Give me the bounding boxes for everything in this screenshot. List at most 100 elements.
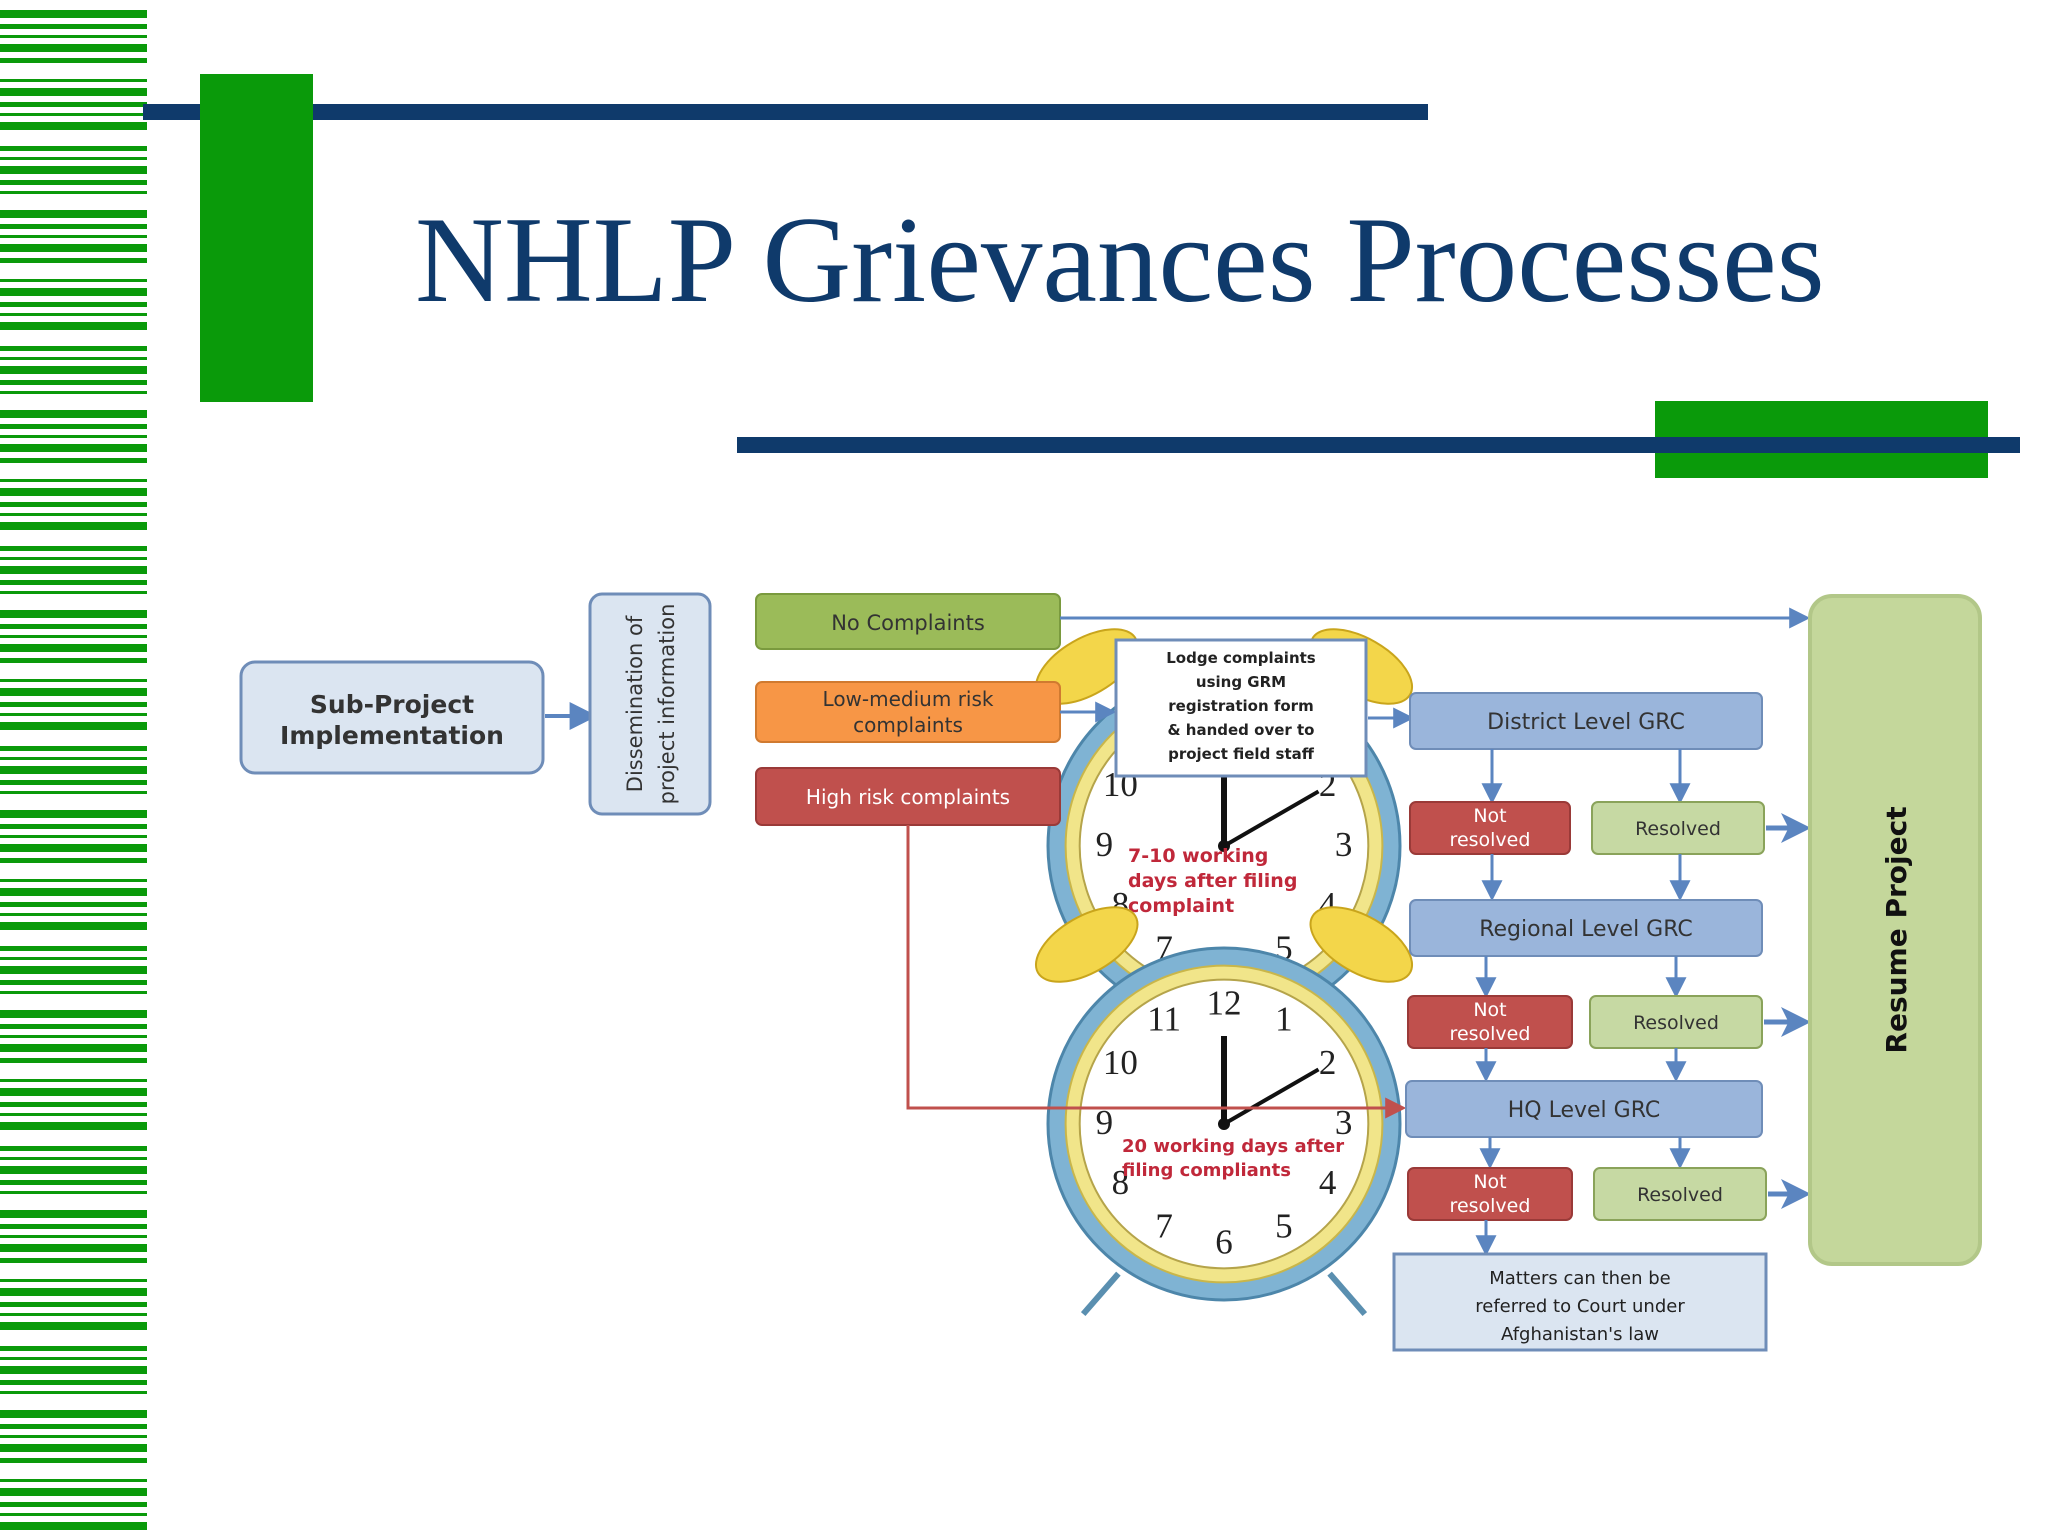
stripe-line (0, 410, 147, 418)
clock-center (1218, 840, 1230, 852)
stripe-line (0, 1391, 147, 1394)
lodge-line-3: registration form (1168, 697, 1313, 715)
page-title: NHLP Grievances Processes (415, 191, 1825, 328)
stripe-line (0, 1146, 147, 1151)
stripe-line (0, 113, 147, 116)
stripe-line (0, 644, 147, 652)
stripe-line (0, 1088, 147, 1096)
stripe-line (0, 957, 147, 960)
clock-number: 11 (1147, 999, 1181, 1038)
lodge-complaints-box: Lodge complaints using GRM registration … (1114, 638, 1368, 778)
stripe-line (0, 879, 147, 882)
stripe-line (0, 458, 147, 463)
stripe-line (0, 35, 147, 38)
stripe-line (0, 366, 147, 374)
clock-number: 5 (1275, 1207, 1293, 1246)
resolved-2-label: Resolved (1633, 1012, 1719, 1034)
stripe-line (0, 1180, 147, 1185)
resume-project-label: Resume Project (1880, 806, 1913, 1053)
high-risk-label: High risk complaints (806, 785, 1010, 809)
clock-caption: days after filing (1128, 870, 1297, 892)
stripe-line (0, 624, 147, 629)
stripe-line (0, 835, 147, 838)
stripe-line (0, 180, 147, 185)
resolved-box-2: Resolved (1589, 995, 1763, 1049)
court-line-1: Matters can then be (1489, 1268, 1670, 1289)
stripe-line (0, 1102, 147, 1107)
stripe-line (0, 1244, 147, 1252)
stripe-line (0, 380, 147, 385)
clock-bell-right (1309, 906, 1414, 983)
stripe-line (0, 824, 147, 829)
stripe-line (0, 24, 147, 29)
stripe-line (0, 191, 147, 194)
stripe-line (0, 580, 147, 585)
not-resolved-1-line-1: Not (1473, 805, 1506, 827)
clock-caption: 7-10 working (1128, 845, 1268, 867)
not-resolved-box-2: Not resolved (1407, 995, 1573, 1049)
stripe-line (0, 244, 147, 252)
stripe-line (0, 1035, 147, 1038)
stripe-line (0, 1366, 147, 1374)
stripe-line (0, 1024, 147, 1029)
stripe-line (0, 346, 147, 351)
stripe-line (0, 810, 147, 818)
clock-number: 2 (1319, 1043, 1337, 1082)
stripe-line (0, 58, 147, 63)
stripe-line (0, 1079, 147, 1082)
stripe-line (0, 502, 147, 507)
stripe-line (0, 288, 147, 296)
no-complaints-label: No Complaints (831, 611, 985, 635)
stripe-line (0, 1444, 147, 1452)
stripe-line (0, 1113, 147, 1116)
sub-project-label: Sub-Project (310, 690, 474, 719)
stripe-line (0, 1322, 147, 1330)
stripe-line (0, 1502, 147, 1507)
stripe-line (0, 313, 147, 316)
not-resolved-1-line-2: resolved (1450, 829, 1531, 851)
stripe-line (0, 102, 147, 107)
sub-project-box: Sub-Project Implementation (239, 660, 545, 775)
clock-number: 8 (1112, 1163, 1130, 1202)
stripe-line (0, 635, 147, 638)
stripe-line (0, 791, 147, 794)
stripe-line (0, 966, 147, 974)
left-stripe-decoration (0, 10, 147, 1530)
stripe-line (0, 1010, 147, 1018)
district-level-grc-box: District Level GRC (1409, 692, 1763, 750)
stripe-line (0, 1224, 147, 1229)
stripe-line (0, 1258, 147, 1263)
stripe-line (0, 679, 147, 682)
stripe-line (0, 1346, 147, 1351)
resolved-box-1: Resolved (1591, 801, 1765, 855)
stripe-line (0, 210, 147, 218)
stripe-line (0, 1513, 147, 1516)
stripe-line (0, 688, 147, 696)
low-medium-box: Low-medium risk complaints (755, 681, 1061, 743)
stripe-line (0, 1210, 147, 1218)
green-left-block (200, 74, 313, 402)
clock-number: 6 (1215, 1223, 1233, 1262)
stripe-line (0, 1058, 147, 1063)
not-resolved-box-1: Not resolved (1409, 801, 1571, 855)
clock-minute-hand (1223, 789, 1320, 848)
dissemination-label: Dissemination of (623, 615, 647, 792)
stripe-line (0, 1313, 147, 1316)
stripe-line (0, 235, 147, 238)
clock-number: 9 (1096, 825, 1114, 864)
hq-level-grc-box: HQ Level GRC (1405, 1080, 1763, 1138)
stripe-line (0, 1410, 147, 1418)
stripe-line (0, 444, 147, 452)
regional-level-grc-box: Regional Level GRC (1409, 899, 1763, 957)
clock-number: 1 (1275, 999, 1293, 1038)
clock-center (1218, 1118, 1230, 1130)
stripe-line (0, 279, 147, 282)
stripe-line (0, 1424, 147, 1429)
stripe-line (0, 946, 147, 951)
not-resolved-box-3: Not resolved (1407, 1167, 1573, 1221)
clock-bell-left (1034, 906, 1139, 983)
not-resolved-2-line-2: resolved (1450, 1023, 1531, 1045)
stripe-line (0, 522, 147, 530)
not-resolved-3-line-2: resolved (1450, 1195, 1531, 1217)
